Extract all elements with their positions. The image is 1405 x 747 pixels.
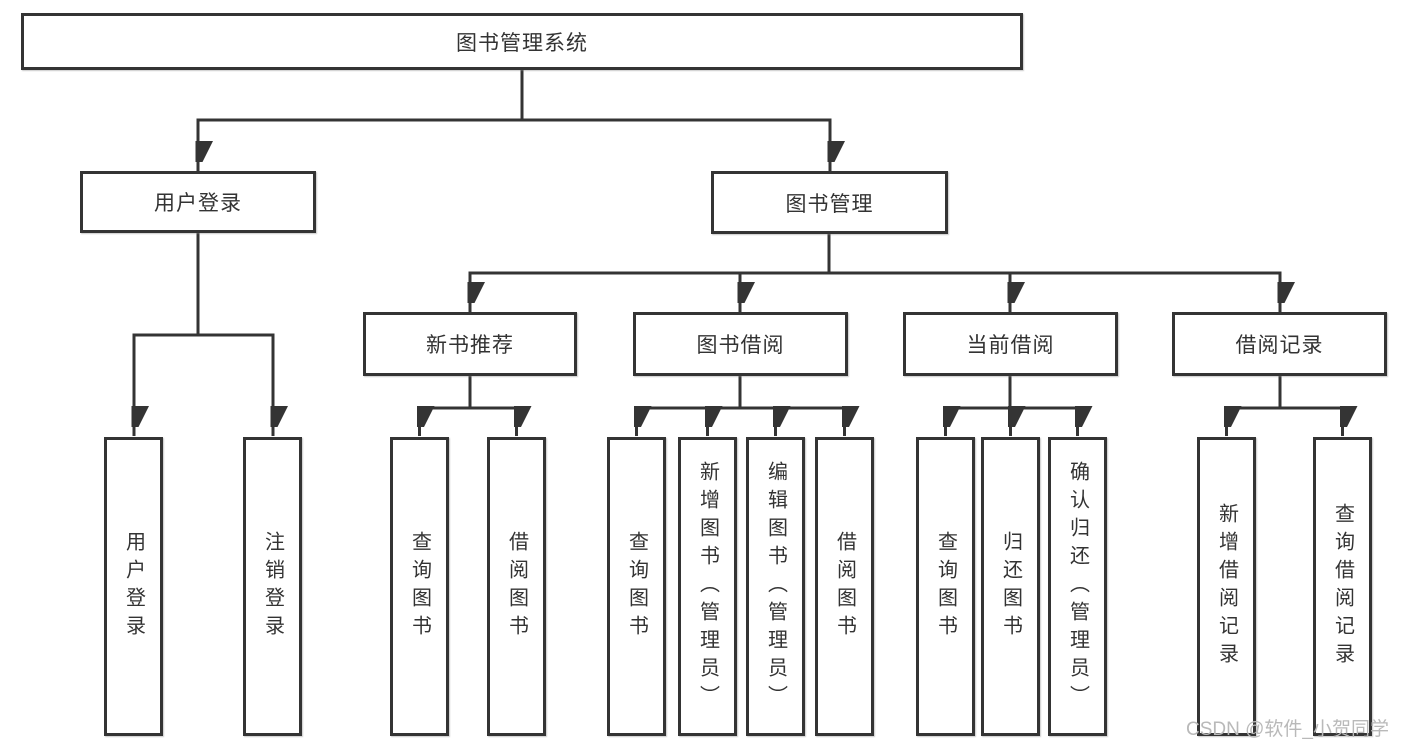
leaf-edit-book-admin: 编辑图书（管理员） — [746, 437, 805, 736]
node-label: 查询图书 — [408, 530, 431, 643]
leaf-add-borrow-record: 新增借阅记录 — [1197, 437, 1256, 736]
node-label: 查询图书 — [934, 530, 957, 643]
leaf-confirm-return-admin: 确认归还（管理员） — [1048, 437, 1107, 736]
node-borrow-records: 借阅记录 — [1172, 312, 1387, 376]
leaf-borrow-books-recommend: 借阅图书 — [487, 437, 546, 736]
node-label: 图书借阅 — [696, 334, 785, 357]
node-label: 确认归还（管理员） — [1066, 460, 1089, 713]
node-label: 当前借阅 — [966, 334, 1055, 357]
node-label: 编辑图书（管理员） — [764, 460, 787, 713]
node-label: 新增图书（管理员） — [696, 460, 719, 713]
node-book-management: 图书管理 — [711, 171, 948, 234]
node-label: 图书管理系统 — [456, 31, 588, 55]
node-label: 借阅图书 — [833, 530, 856, 643]
node-label: 图书管理 — [785, 192, 874, 216]
node-label: 查询借阅记录 — [1331, 502, 1354, 671]
node-label: 新增借阅记录 — [1215, 502, 1238, 671]
node-label: 新书推荐 — [426, 334, 514, 357]
node-label: 借阅记录 — [1235, 334, 1324, 357]
node-new-book-recommend: 新书推荐 — [363, 312, 577, 376]
node-library-management-system: 图书管理系统 — [21, 13, 1023, 70]
node-label: 查询图书 — [625, 530, 648, 643]
node-label: 注销登录 — [261, 530, 284, 643]
node-label: 用户登录 — [154, 192, 242, 215]
node-label: 借阅图书 — [505, 530, 528, 643]
leaf-user-login: 用户登录 — [104, 437, 163, 736]
leaf-return-books: 归还图书 — [981, 437, 1040, 736]
leaf-query-borrow-record: 查询借阅记录 — [1313, 437, 1372, 736]
leaf-borrow-books-borrowing: 借阅图书 — [815, 437, 874, 736]
node-book-borrowing: 图书借阅 — [633, 312, 848, 376]
leaf-query-books-borrowing: 查询图书 — [607, 437, 666, 736]
leaf-query-books-current: 查询图书 — [916, 437, 975, 736]
node-user-login: 用户登录 — [80, 171, 316, 233]
leaf-add-book-admin: 新增图书（管理员） — [678, 437, 737, 736]
node-label: 用户登录 — [122, 530, 145, 643]
node-label: 归还图书 — [999, 530, 1022, 643]
leaf-logout: 注销登录 — [243, 437, 302, 736]
csdn-watermark: CSDN @软件_小贺同学 — [1186, 719, 1389, 740]
leaf-query-books-recommend: 查询图书 — [390, 437, 449, 736]
node-current-borrowing: 当前借阅 — [903, 312, 1118, 376]
